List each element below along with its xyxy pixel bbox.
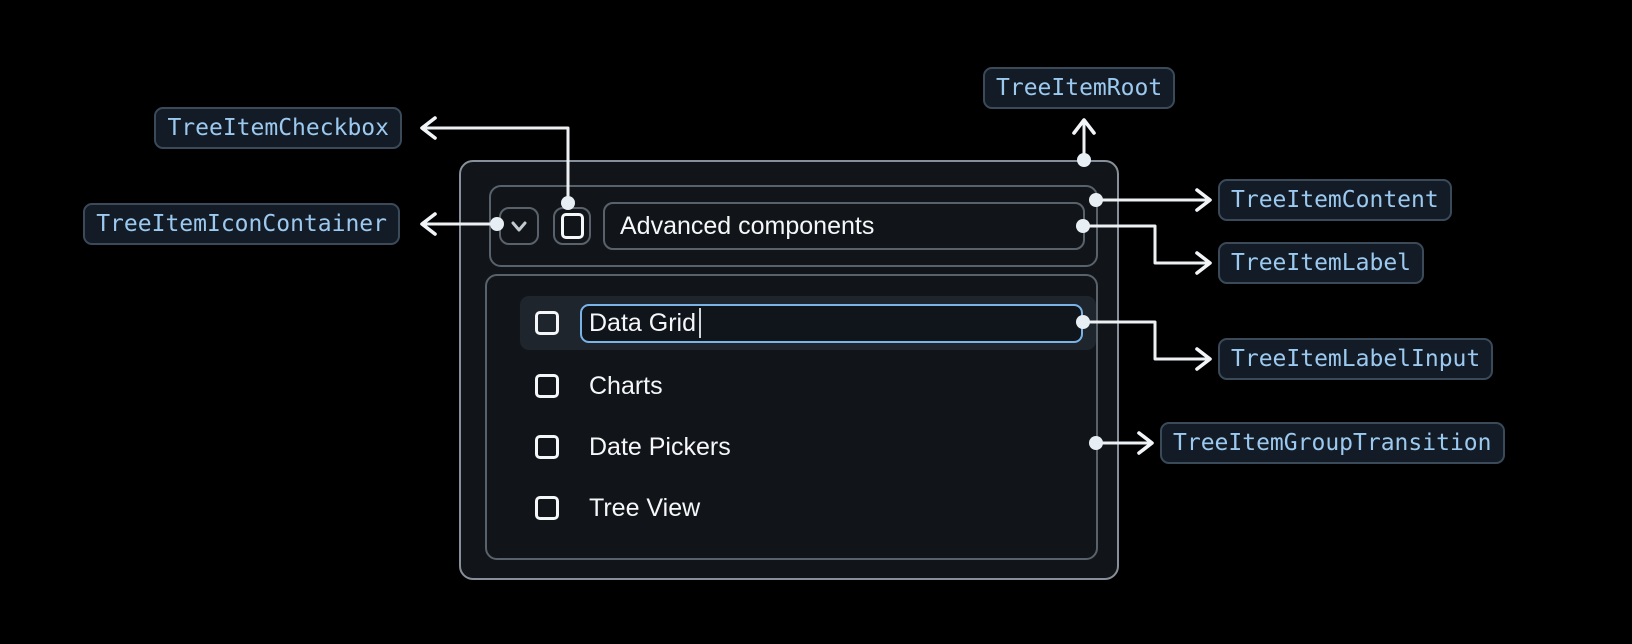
tree-item-label[interactable]: Advanced components (603, 202, 1085, 250)
tree-item-icon-container[interactable] (499, 207, 539, 245)
chevron-down-icon (511, 221, 527, 232)
tree-item-row[interactable]: Charts (520, 359, 1096, 413)
tree-item-checkbox[interactable] (553, 207, 591, 245)
annotation-tree-item-root: TreeItemRoot (983, 67, 1176, 109)
tree-item-row[interactable]: Data Grid (520, 296, 1096, 350)
annotation-tree-item-label: TreeItemLabel (1218, 242, 1425, 284)
annotation-tree-item-checkbox: TreeItemCheckbox (154, 107, 402, 149)
annotation-tree-item-label-input: TreeItemLabelInput (1218, 338, 1494, 380)
tree-item-row[interactable]: Date Pickers (520, 420, 1096, 474)
checkbox-unchecked-icon[interactable] (535, 435, 559, 459)
annotation-tree-item-content: TreeItemContent (1218, 179, 1452, 221)
tree-item-content[interactable]: Advanced components (489, 185, 1098, 267)
checkbox-unchecked-icon[interactable] (535, 496, 559, 520)
checkbox-unchecked-icon (560, 213, 584, 239)
checkbox-unchecked-icon[interactable] (535, 374, 559, 398)
annotation-tree-item-group-transition: TreeItemGroupTransition (1160, 422, 1505, 464)
tree-item-label: Date Pickers (589, 432, 731, 461)
annotation-tree-item-icon-container: TreeItemIconContainer (83, 203, 400, 245)
tree-item-label: Charts (589, 371, 663, 400)
tree-item-root: Advanced components Data Grid Charts Dat… (459, 160, 1119, 580)
checkbox-unchecked-icon[interactable] (535, 311, 559, 335)
tree-item-row[interactable]: Tree View (520, 481, 1096, 535)
label-input-value: Data Grid (589, 308, 696, 337)
parent-label-text: Advanced components (620, 211, 875, 240)
tree-item-label-input[interactable]: Data Grid (580, 303, 1083, 343)
text-caret (698, 308, 701, 338)
tree-item-label: Tree View (589, 493, 701, 522)
tree-item-group-transition: Data Grid Charts Date Pickers Tree View (485, 274, 1098, 560)
